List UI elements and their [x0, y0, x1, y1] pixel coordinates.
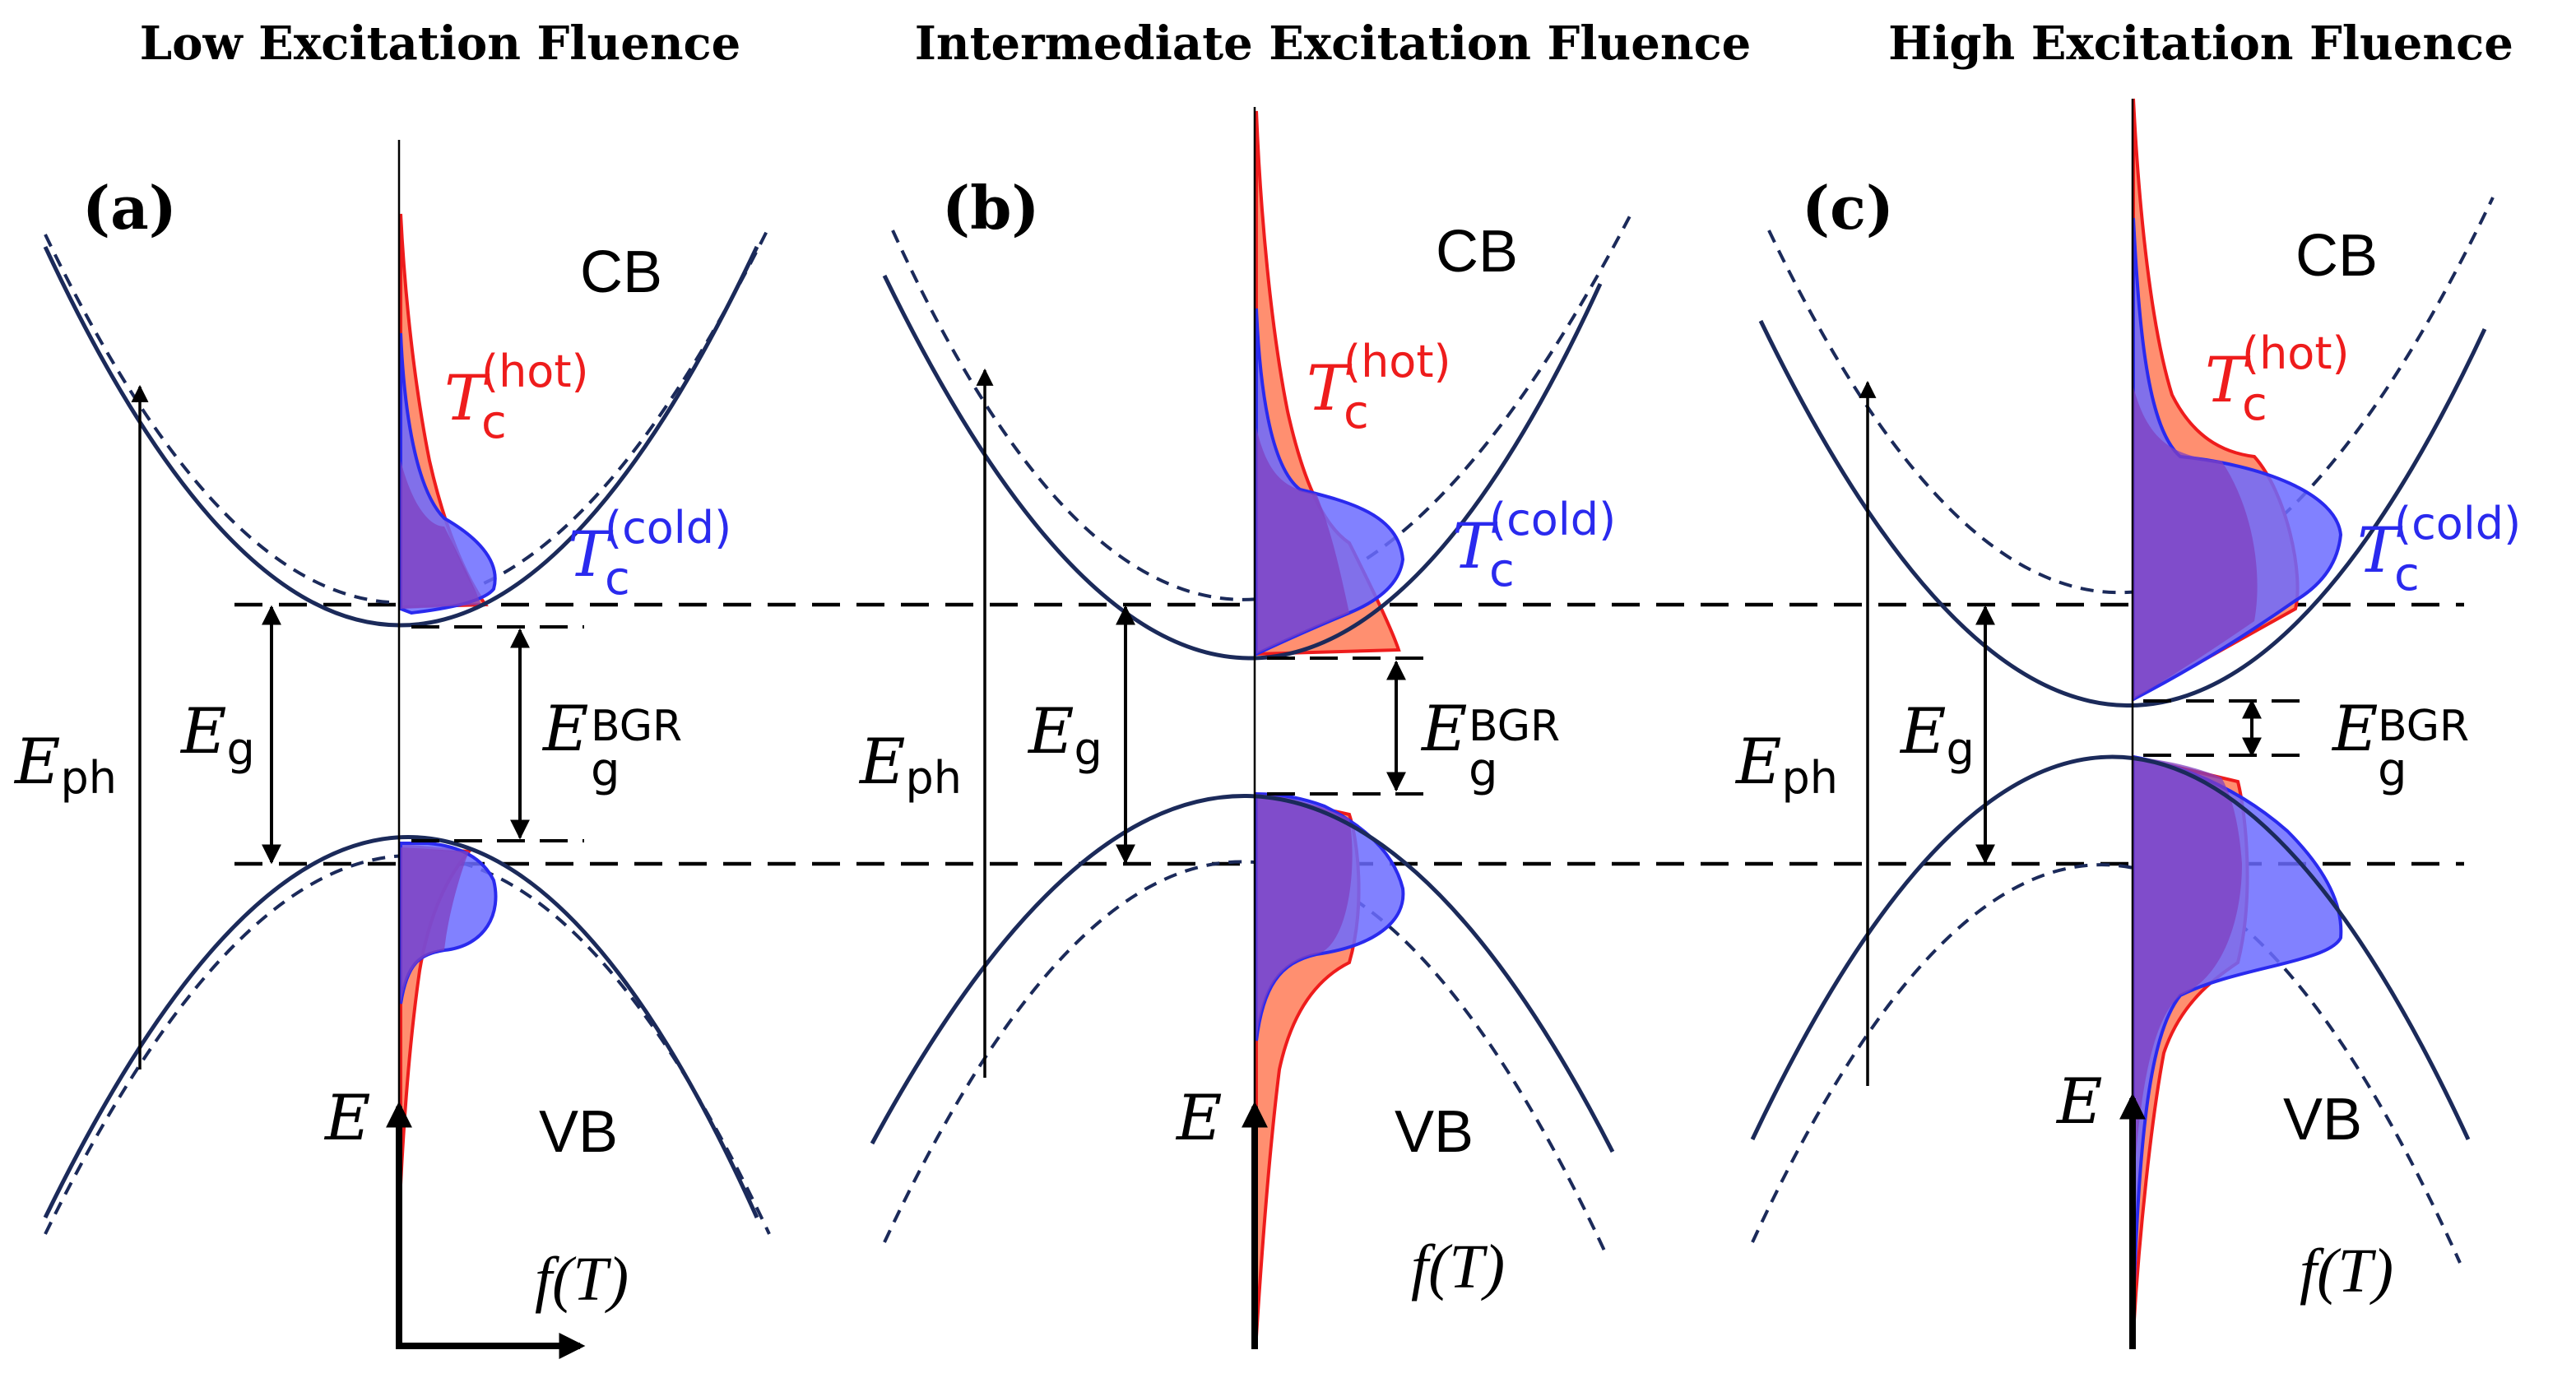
vb-label: VB — [539, 1099, 618, 1165]
vb-original-dashed-curve — [1751, 863, 2462, 1264]
panel-title: Intermediate Excitation Fluence — [915, 16, 1752, 71]
hole-overlap-region — [401, 847, 469, 1004]
hot-carrier-temperature-label: T (hot) c — [444, 346, 589, 449]
svg-text:T: T — [2357, 513, 2403, 587]
hot-carrier-temperature-label: T (hot) c — [1307, 336, 1451, 439]
svg-text:c: c — [1489, 544, 1515, 597]
svg-text:(hot): (hot) — [1344, 336, 1451, 387]
svg-text:T: T — [1307, 351, 1353, 425]
photon-energy-label: Eph — [13, 725, 117, 804]
svg-text:g: g — [591, 744, 620, 797]
svg-text:g: g — [1469, 744, 1498, 797]
svg-text:E: E — [2331, 692, 2378, 765]
vb-renormalized-curve — [870, 794, 1615, 1153]
bgr-bandgap-label: E BGR g — [2331, 692, 2469, 797]
svg-text:E: E — [541, 692, 588, 765]
hot-carrier-temperature-label: T (hot) c — [2205, 327, 2350, 431]
svg-text:c: c — [1344, 386, 1369, 439]
cb-label: CB — [580, 239, 662, 305]
svg-text:c: c — [2394, 548, 2420, 601]
svg-text:BGR: BGR — [1469, 702, 1560, 751]
f-axis-label: f(T) — [1411, 1232, 1505, 1301]
bgr-bandgap-label: E BGR g — [541, 692, 682, 797]
cold-carrier-temperature-label: T (cold) c — [1452, 494, 1616, 597]
vb-original-dashed-curve — [883, 860, 1606, 1251]
panel-label: (a) — [82, 173, 177, 243]
panel-title: High Excitation Fluence — [1888, 16, 2513, 71]
electron-overlap-region — [1256, 428, 1349, 654]
svg-text:T: T — [1452, 509, 1498, 582]
cb-label: CB — [2295, 223, 2378, 289]
electron-overlap-region — [2133, 387, 2258, 699]
svg-text:(cold): (cold) — [605, 502, 731, 554]
bandgap-label: Eg — [1027, 694, 1102, 775]
svg-text:T: T — [444, 361, 490, 434]
svg-text:E: E — [1420, 692, 1467, 765]
cb-renormalized-curve — [43, 245, 759, 628]
photon-energy-label: Eph — [1734, 725, 1838, 804]
hole-overlap-region — [2133, 757, 2242, 1193]
vb-label: VB — [1395, 1099, 1474, 1165]
svg-text:c: c — [605, 552, 630, 605]
vb-renormalized-curve — [1750, 754, 2471, 1141]
e-axis-label: E — [1175, 1081, 1222, 1154]
svg-text:(cold): (cold) — [2394, 498, 2521, 550]
cold-carrier-temperature-label: T (cold) c — [2357, 498, 2521, 601]
e-axis-label: E — [323, 1081, 370, 1154]
e-axis-label: E — [2055, 1065, 2102, 1138]
cb-label: CB — [1436, 219, 1518, 285]
svg-text:BGR: BGR — [2378, 702, 2469, 751]
panel-high-fluence: High Excitation Fluence (c) f(T) E CB VB… — [1734, 16, 2521, 1349]
svg-text:(hot): (hot) — [481, 346, 589, 397]
svg-text:c: c — [2242, 378, 2267, 431]
photon-energy-label: Eph — [858, 725, 962, 804]
vb-label: VB — [2283, 1087, 2362, 1153]
hole-overlap-region — [1256, 794, 1353, 1041]
bgr-bandgap-label: E BGR g — [1420, 692, 1560, 797]
cb-original-dashed-curve — [1767, 197, 2495, 595]
panel-label: (c) — [1802, 173, 1894, 243]
f-axis-label: f(T) — [535, 1245, 629, 1314]
cb-renormalized-curve — [1758, 319, 2487, 708]
f-axis-label: f(T) — [2300, 1236, 2393, 1306]
svg-text:(cold): (cold) — [1489, 494, 1616, 545]
svg-text:(hot): (hot) — [2242, 327, 2350, 379]
cold-carrier-temperature-label: T (cold) c — [568, 502, 731, 605]
svg-text:T: T — [2205, 343, 2251, 416]
vb-renormalized-curve — [43, 835, 759, 1219]
panel-title: Low Excitation Fluence — [140, 16, 741, 71]
svg-text:T: T — [568, 517, 614, 591]
svg-text:BGR: BGR — [591, 702, 682, 751]
svg-text:g: g — [2378, 744, 2407, 797]
bandgap-label: Eg — [179, 694, 255, 775]
svg-text:c: c — [481, 396, 507, 449]
bandgap-label: Eg — [1899, 694, 1975, 775]
cb-original-dashed-curve — [891, 209, 1635, 601]
panel-intermediate-fluence: Intermediate Excitation Fluence (b) f(T)… — [858, 16, 1751, 1349]
electron-overlap-region — [401, 461, 481, 609]
panel-label: (b) — [942, 173, 1039, 243]
panel-low-fluence: Low Excitation Fluence (a) f(T) E CB VB — [13, 16, 771, 1359]
cb-renormalized-curve — [882, 274, 1603, 661]
